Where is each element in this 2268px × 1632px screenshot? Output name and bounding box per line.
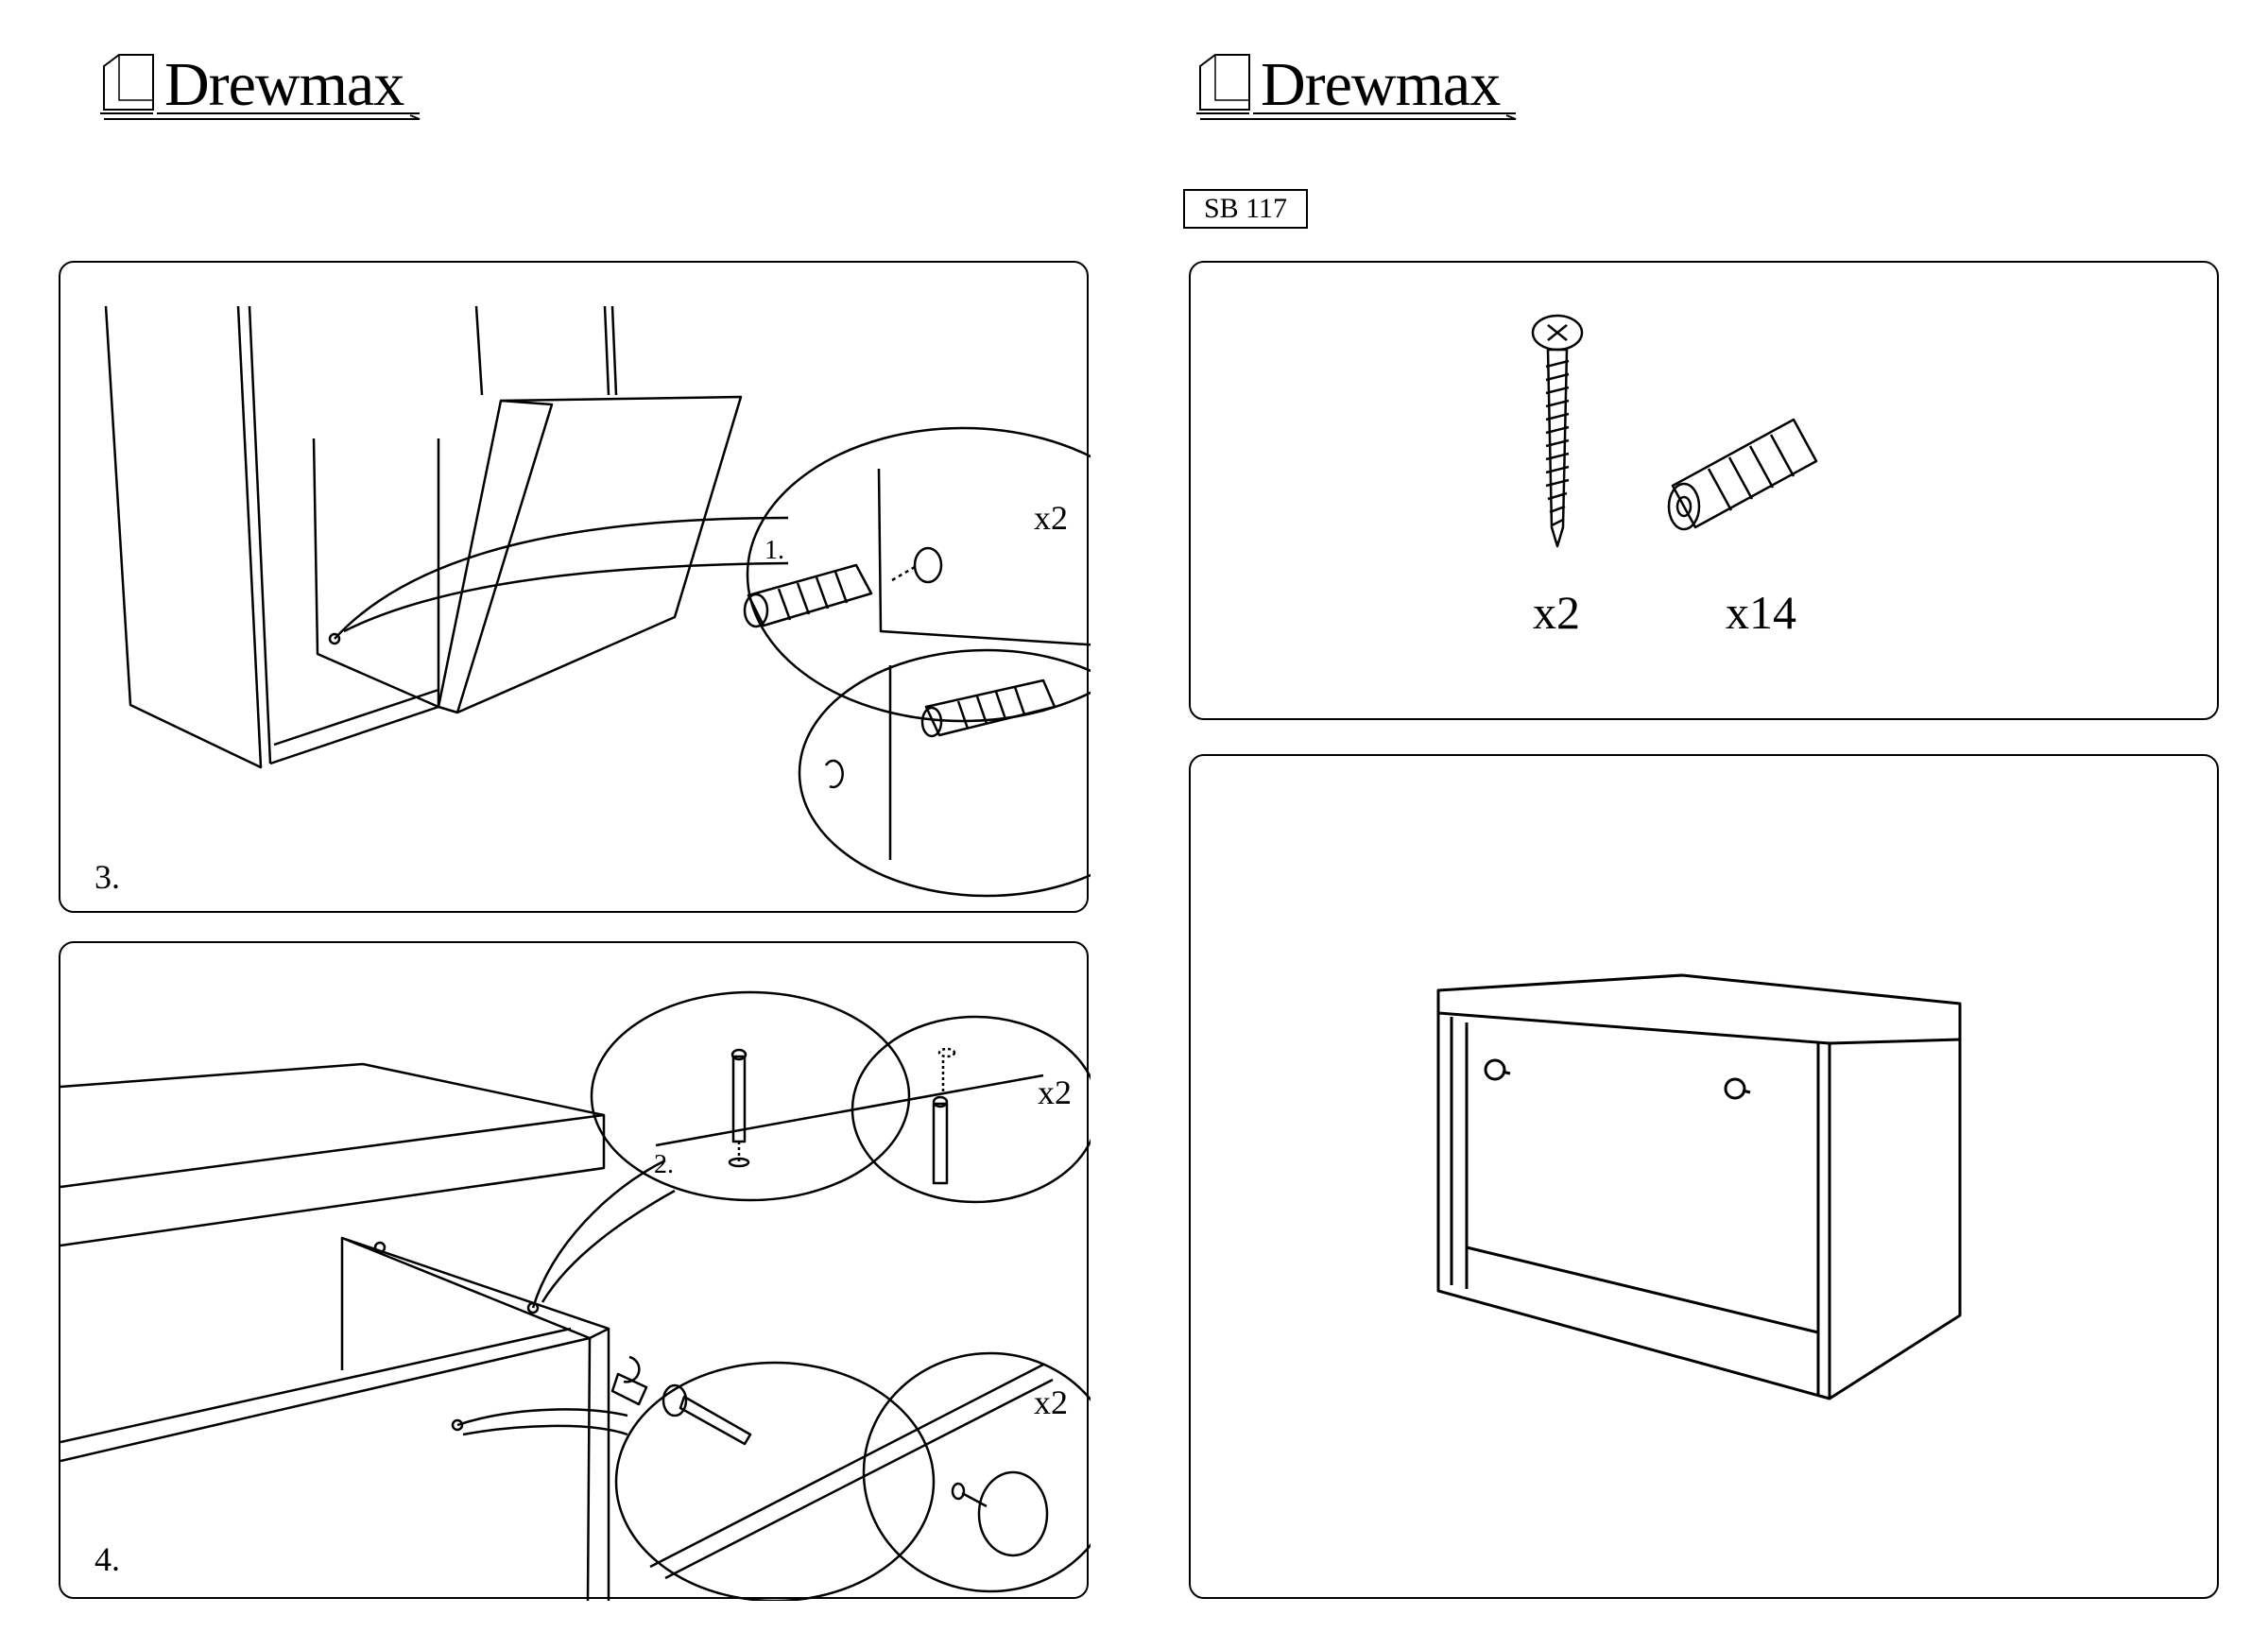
step-3-quantity: x2	[1034, 499, 1068, 537]
step-4-quantity-top: x2	[1038, 1074, 1072, 1111]
step-3-number: 3.	[94, 858, 120, 896]
brand-logo-left: Drewmax	[98, 47, 438, 132]
screw-icon	[1531, 314, 1584, 548]
dowel-icon	[1667, 418, 1818, 531]
product-panel	[1189, 754, 2219, 1599]
brand-logo-right: Drewmax	[1194, 47, 1535, 132]
step-3-illustration	[104, 305, 1091, 898]
step-3-panel: x2 1. 3.	[59, 261, 1091, 913]
logo-mark-icon	[1196, 54, 1517, 120]
step-3-substep: 1.	[765, 536, 784, 565]
step-4-illustration	[60, 990, 1091, 1601]
brand-name: Drewmax	[164, 50, 404, 119]
brand-name: Drewmax	[1261, 50, 1501, 119]
logo-mark-icon	[100, 54, 421, 120]
parts-illustration	[1531, 314, 1818, 548]
finished-cabinet-illustration	[1436, 973, 1962, 1400]
screw-quantity: x2	[1533, 586, 1580, 639]
model-code: SB 117	[1183, 189, 1308, 229]
parts-panel: x2 x14	[1189, 261, 2219, 720]
step-4-panel: x2 x2 2. 4.	[59, 941, 1091, 1601]
step-4-quantity-bottom: x2	[1034, 1383, 1068, 1421]
dowel-quantity: x14	[1726, 586, 1796, 639]
step-4-substep: 2.	[654, 1150, 674, 1179]
step-4-number: 4.	[94, 1540, 120, 1578]
